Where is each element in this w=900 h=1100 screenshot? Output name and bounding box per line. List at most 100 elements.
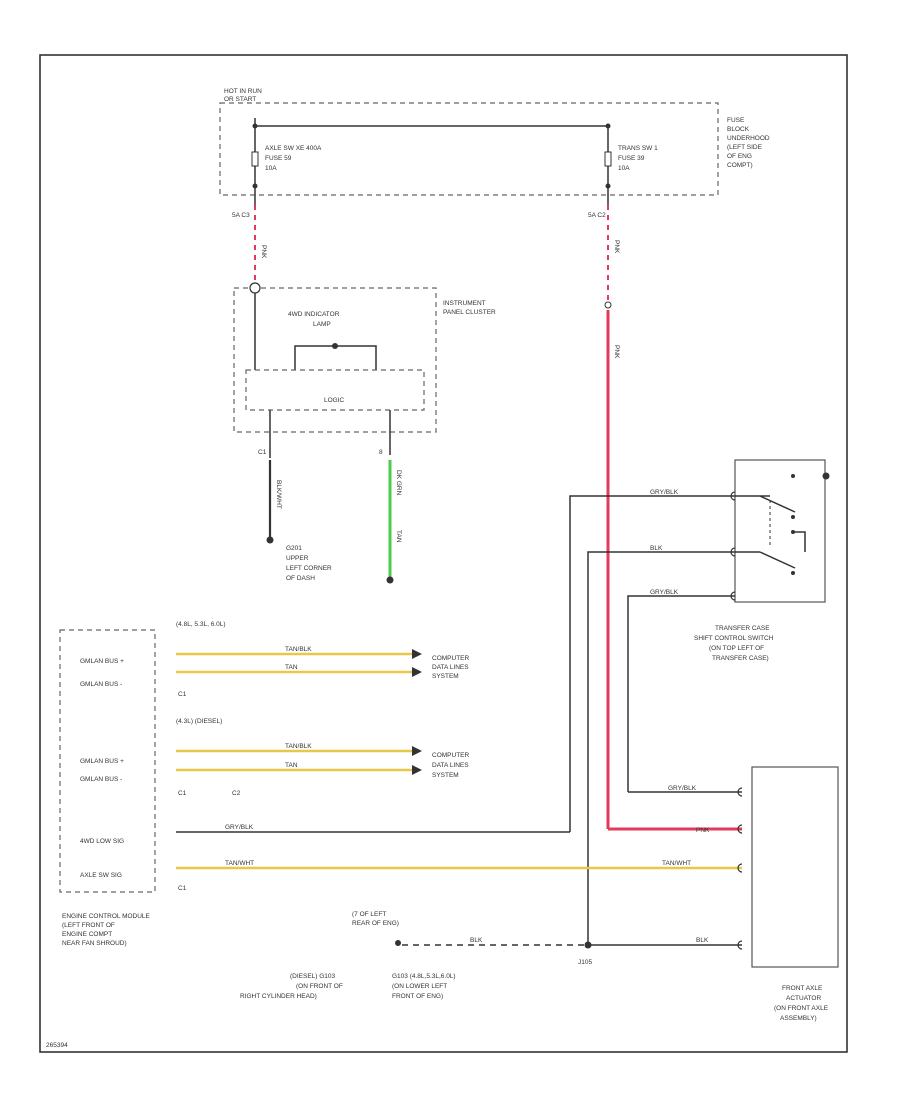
logic-label: LOGIC <box>324 397 345 404</box>
svg-text:DATA LINES: DATA LINES <box>432 762 469 769</box>
svg-text:(DIESEL) G103: (DIESEL) G103 <box>290 973 336 980</box>
ecm-c1a: C1 <box>178 691 187 698</box>
svg-text:SYSTEM: SYSTEM <box>432 772 459 779</box>
ecm-row-4: GMLAN BUS - <box>80 776 122 783</box>
wire-label-gry-blk-top: GRY/BLK <box>650 489 679 496</box>
svg-text:OF DASH: OF DASH <box>286 575 315 582</box>
transfer-case-switch: TRANSFER CASE SHIFT CONTROL SWITCH (ON T… <box>694 459 830 662</box>
ecm-row-6: AXLE SW SIG <box>80 872 122 879</box>
transfer-case-name-3: (ON TOP LEFT OF <box>709 645 764 652</box>
wire-label-pnk-left: PNK <box>260 245 267 259</box>
wire-label-tan-wht-axle: TAN/WHT <box>662 860 691 867</box>
ecm-c2b: C2 <box>232 790 241 797</box>
conn-right-label: 5A C2 <box>588 212 606 219</box>
wire-label-gry-blk-lower: GRY/BLK <box>650 589 679 596</box>
fuse-block-name-5: OF ENG <box>727 153 752 160</box>
blk-wire-tcase <box>587 551 760 945</box>
ground-g201-label: G201 UPPER LEFT CORNER OF DASH <box>286 545 332 582</box>
wire-label-gry-blk-ecm: GRY/BLK <box>225 824 254 831</box>
wire-label-tan: TAN <box>395 530 402 543</box>
svg-text:COMPUTER: COMPUTER <box>432 655 470 662</box>
ecm-name-4: NEAR FAN SHROUD) <box>62 940 127 947</box>
lamp-label-2: LAMP <box>313 321 331 328</box>
svg-text:DATA LINES: DATA LINES <box>432 664 469 671</box>
svg-text:LEFT CORNER: LEFT CORNER <box>286 565 332 572</box>
front-axle-name-3: (ON FRONT AXLE <box>774 1005 829 1012</box>
wire-label-tan-1: TAN <box>285 664 298 671</box>
front-axle-name-4: ASSEMBLY) <box>780 1015 817 1022</box>
computer-data-lines-2: COMPUTER DATA LINES SYSTEM <box>432 752 470 779</box>
wire-label-blk-splice: BLK <box>470 937 483 944</box>
wire-label-pnk-right: PNK <box>613 345 620 359</box>
ecm-name-3: ENGINE COMPT <box>62 931 112 938</box>
ecm-row-1: GMLAN BUS + <box>80 658 124 665</box>
svg-text:COMPUTER: COMPUTER <box>432 752 470 759</box>
wire-label-tan-blk-2: TAN/BLK <box>285 743 312 750</box>
wire-label-tan-blk-1: TAN/BLK <box>285 646 312 653</box>
computer-data-lines-1: COMPUTER DATA LINES SYSTEM <box>432 655 470 680</box>
ground-note-diesel: (DIESEL) G103 (ON FRONT OF RIGHT CYLINDE… <box>240 973 343 1000</box>
lamp-label-1: 4WD INDICATOR <box>288 311 340 318</box>
engine-control-module: (4.8L, 5.3L, 6.0L) GMLAN BUS + GMLAN BUS… <box>59 621 241 947</box>
splice-j105 <box>584 941 592 949</box>
wire-label-blk-wht: BLK/WHT <box>275 480 282 509</box>
gry-blk-wire-top <box>569 495 760 832</box>
lamp-symbol <box>294 345 377 370</box>
fuse-block-name-2: BLOCK <box>727 126 750 133</box>
svg-text:C1: C1 <box>258 449 267 456</box>
green-ground-dot <box>386 576 394 584</box>
ecm-row-2: GMLAN BUS - <box>80 681 122 688</box>
fuse-block-name-3: UNDERHOOD <box>727 135 770 142</box>
fuse-block-name-1: FUSE <box>727 117 745 124</box>
footer-code: 265394 <box>46 1042 68 1049</box>
splice-j105-label: J105 <box>578 959 592 966</box>
transfer-case-name-2: SHIFT CONTROL SWITCH <box>694 635 774 642</box>
conn-left-label: 5A C3 <box>232 212 250 219</box>
wire-label-pnk-right-upper: PNK <box>613 240 620 254</box>
fuse-left-line3: 10A <box>265 165 277 172</box>
wire-label-pnk-bottom: PNK <box>696 827 710 834</box>
logic-box <box>245 369 425 411</box>
svg-text:(ON FRONT OF: (ON FRONT OF <box>296 983 343 990</box>
wire-label-blk-tcase: BLK <box>650 545 663 552</box>
transfer-case-name-4: TRANSFER CASE) <box>712 655 769 662</box>
ecm-row-5: 4WD LOW SIG <box>80 838 124 845</box>
power-label-line2: OR START <box>224 96 256 103</box>
front-axle-actuator: FRONT AXLE ACTUATOR (ON FRONT AXLE ASSEM… <box>751 766 839 1022</box>
fuse-block-name-4: (LEFT SIDE <box>727 144 763 151</box>
svg-text:8: 8 <box>379 449 383 456</box>
fuse-left-line2: FUSE 59 <box>265 155 292 162</box>
fuse-right-line1: TRANS SW 1 <box>618 145 658 152</box>
fuse-block: HOT IN RUN OR START AXLE SW XE 400A FUSE… <box>219 88 770 219</box>
svg-text:FRONT OF ENG): FRONT OF ENG) <box>392 993 443 1000</box>
fuse-right-line2: FUSE 39 <box>618 155 645 162</box>
ground-g201-dot <box>266 536 274 544</box>
front-axle-name-2: ACTUATOR <box>786 995 821 1002</box>
cluster-name-2: PANEL CLUSTER <box>443 309 496 316</box>
svg-text:RIGHT CYLINDER HEAD): RIGHT CYLINDER HEAD) <box>240 993 317 1000</box>
wire-label-blk-axle: BLK <box>696 937 709 944</box>
cluster-name-1: INSTRUMENT <box>443 300 486 307</box>
ecm-c1c: C1 <box>178 885 187 892</box>
transfer-case-name-1: TRANSFER CASE <box>715 625 770 632</box>
svg-text:G201: G201 <box>286 545 302 552</box>
ground-note-gas: G103 (4.8L,5.3L,6.0L) (ON LOWER LEFT FRO… <box>392 973 456 1000</box>
svg-text:UPPER: UPPER <box>286 555 309 562</box>
fuse-right-line3: 10A <box>618 165 630 172</box>
svg-text:(ON LOWER LEFT: (ON LOWER LEFT <box>392 983 447 990</box>
fuse-left-line1: AXLE SW XE 400A <box>265 145 322 152</box>
splice-left-2: REAR OF ENG) <box>352 920 399 927</box>
power-label-line1: HOT IN RUN <box>224 88 262 95</box>
ecm-name-1: ENGINE CONTROL MODULE <box>62 913 151 920</box>
ecm-name-2: (LEFT FRONT OF <box>62 922 115 929</box>
splice-left-1: (7 OF LEFT <box>352 911 386 918</box>
wire-label-tan-wht-ecm: TAN/WHT <box>225 860 254 867</box>
gry-blk-wire-lower <box>627 595 735 792</box>
wire-label-dk-grn: DK GRN <box>395 470 402 496</box>
fuse-block-name-6: COMPT) <box>727 162 753 169</box>
wire-label-tan-2: TAN <box>285 762 298 769</box>
wire-label-gry-blk-axle: GRY/BLK <box>668 785 697 792</box>
front-axle-name-1: FRONT AXLE <box>782 985 823 992</box>
ecm-c1b: C1 <box>178 790 187 797</box>
